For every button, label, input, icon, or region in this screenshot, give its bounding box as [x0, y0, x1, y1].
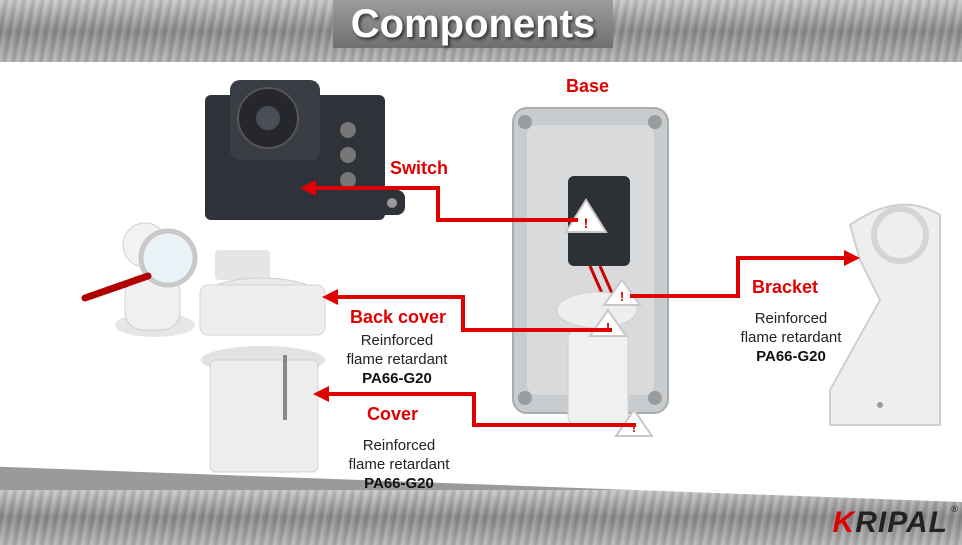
back-cover-spec-line2: flame retardant: [346, 351, 448, 368]
bracket-image: [829, 203, 941, 426]
bracket-material: PA66-G20: [756, 348, 826, 365]
callout-arrows: [312, 186, 848, 427]
cover-image: [199, 250, 326, 473]
bracket-spec: Reinforced flame retardant PA66-G20: [726, 309, 856, 366]
bracket-label: Bracket: [752, 277, 819, 297]
arrow-heads: [300, 180, 860, 402]
footer-band: [0, 490, 962, 545]
registered-mark: ®: [951, 504, 958, 514]
base-label: Base: [566, 76, 610, 96]
back-cover-label: Back cover: [350, 307, 447, 327]
switch-label: Switch: [390, 158, 449, 178]
switch-image: [205, 80, 405, 220]
logo-initial: K: [832, 506, 856, 539]
cover-spec-line2: flame retardant: [348, 456, 450, 473]
back-cover-material: PA66-G20: [362, 370, 432, 387]
cover-material: PA66-G20: [364, 475, 434, 492]
title-bar: Components: [333, 0, 613, 48]
page-title: Components: [350, 1, 596, 46]
cover-label: Cover: [367, 404, 419, 424]
bracket-spec-line2: flame retardant: [740, 329, 842, 346]
svg-text:!: !: [620, 289, 624, 304]
bracket-spec-line1: Reinforced: [754, 310, 828, 327]
logo-text: RIPAL: [855, 506, 948, 539]
back-cover-spec: Reinforced flame retardant PA66-G20: [332, 331, 462, 388]
magnifier-figure: [81, 222, 198, 337]
cover-spec-line1: Reinforced: [362, 437, 436, 454]
base-image: [512, 107, 669, 426]
cover-spec: Reinforced flame retardant PA66-G20: [334, 436, 464, 493]
svg-text:!: !: [632, 420, 636, 435]
svg-text:!: !: [584, 215, 589, 231]
svg-text:!: !: [606, 320, 610, 335]
kripal-logo: KRIPAL: [833, 506, 948, 540]
back-cover-spec-line1: Reinforced: [360, 332, 434, 349]
